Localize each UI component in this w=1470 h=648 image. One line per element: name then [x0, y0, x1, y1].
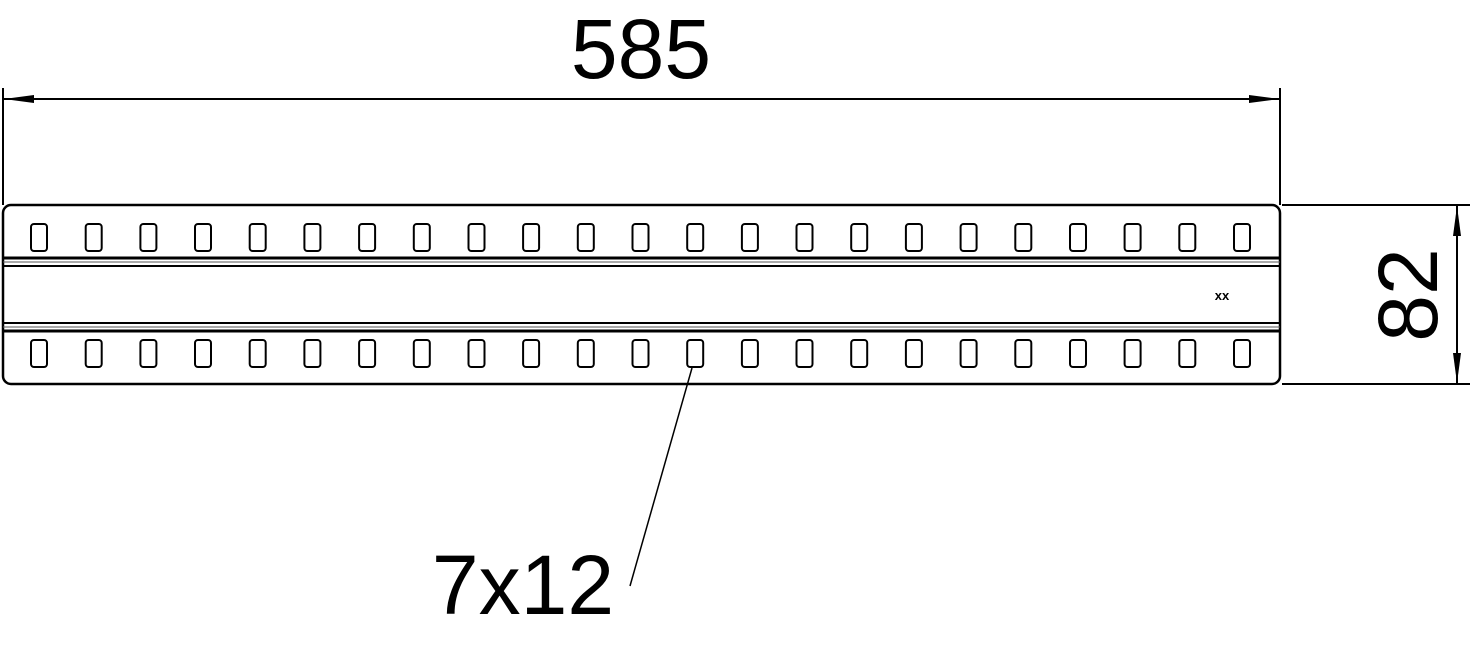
slot-hole — [1233, 223, 1251, 252]
slot-hole — [139, 339, 158, 368]
slot-hole — [686, 223, 705, 252]
slot-hole — [248, 339, 267, 368]
slot-hole — [850, 339, 869, 368]
slot-callout: 7x12 — [432, 367, 693, 632]
slot-hole — [795, 223, 814, 252]
slot-hole — [1178, 339, 1197, 368]
plate: xx — [1, 203, 1282, 386]
slot-hole — [30, 339, 48, 368]
slot-hole — [1123, 339, 1142, 368]
slot-hole — [412, 339, 431, 368]
width-dimension: 585 — [2, 2, 1281, 205]
slot-hole — [1233, 339, 1251, 368]
slot-callout-label: 7x12 — [432, 538, 614, 632]
slot-hole — [576, 339, 595, 368]
slot-hole — [194, 223, 212, 252]
slot-hole — [959, 339, 978, 368]
slot-hole — [467, 223, 486, 252]
slot-hole — [904, 339, 923, 368]
width-dimension-label: 585 — [571, 2, 711, 96]
slot-hole — [1123, 223, 1142, 252]
slot-hole — [1069, 339, 1087, 368]
plate-outline — [1, 203, 1282, 386]
slot-hole — [1014, 223, 1033, 252]
slot-hole — [1014, 339, 1033, 368]
slot-hole — [358, 339, 377, 368]
slot-hole — [522, 223, 541, 252]
slot-hole — [358, 223, 377, 252]
slot-hole — [576, 223, 595, 252]
slot-hole — [740, 339, 759, 368]
slot-hole — [686, 339, 705, 368]
slot-hole — [467, 339, 486, 368]
slot-hole — [959, 223, 978, 252]
slot-hole — [904, 223, 923, 252]
slot-hole — [795, 339, 814, 368]
slot-hole — [248, 223, 267, 252]
slot-hole — [84, 223, 103, 252]
leader-line — [629, 367, 693, 587]
slot-hole — [1178, 223, 1197, 252]
slot-hole — [631, 223, 650, 252]
slot-hole — [84, 339, 103, 368]
slot-hole — [740, 223, 759, 252]
slots — [30, 223, 1251, 368]
slot-hole — [30, 223, 48, 252]
slot-hole — [1069, 223, 1087, 252]
marking-label: xx — [1215, 288, 1230, 303]
slot-hole — [522, 339, 541, 368]
slot-hole — [303, 339, 322, 368]
slot-hole — [631, 339, 650, 368]
height-dimension: 82 — [1282, 204, 1470, 385]
slot-hole — [303, 223, 322, 252]
slot-hole — [139, 223, 158, 252]
height-dimension-label: 82 — [1361, 248, 1455, 341]
slot-hole — [194, 339, 212, 368]
slot-hole — [412, 223, 431, 252]
slot-hole — [850, 223, 869, 252]
